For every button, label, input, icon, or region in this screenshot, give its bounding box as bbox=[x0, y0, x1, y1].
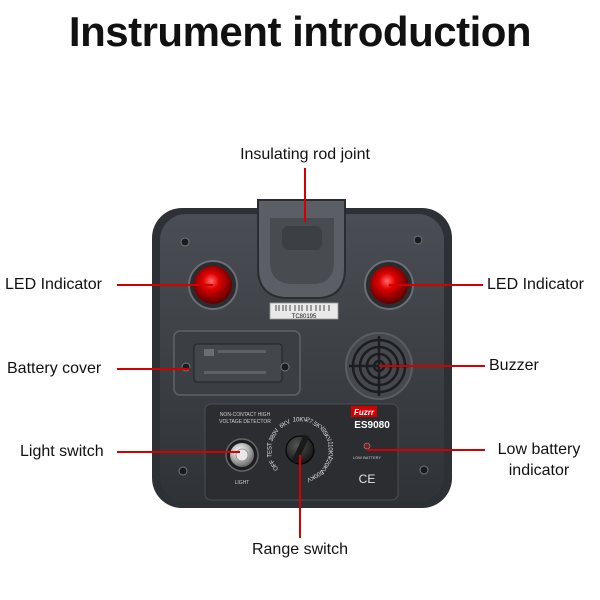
label-rod-joint: Insulating rod joint bbox=[240, 146, 370, 163]
light-switch-button[interactable] bbox=[225, 438, 259, 472]
panel-line2: VOLTAGE DETECTOR bbox=[219, 419, 271, 425]
battery-cover bbox=[173, 330, 301, 396]
page-title: Instrument introduction bbox=[68, 8, 532, 55]
range-position-label: 10KV bbox=[293, 418, 308, 424]
ce-mark: CE bbox=[359, 472, 376, 486]
rod-joint bbox=[257, 199, 346, 299]
range-switch-knob[interactable] bbox=[285, 434, 315, 465]
label-led-left: LED Indicator bbox=[5, 276, 102, 293]
label-battery-cover: Battery cover bbox=[7, 360, 102, 377]
range-position-label: TEST bbox=[268, 442, 274, 458]
screw bbox=[178, 235, 429, 476]
range-position-label: 6KV bbox=[279, 419, 292, 430]
label-light-switch: Light switch bbox=[20, 443, 104, 460]
label-led-right: LED Indicator bbox=[487, 276, 584, 293]
low-battery-text: LOW BATTERY bbox=[353, 455, 382, 460]
light-text: LIGHT bbox=[235, 480, 250, 486]
label-buzzer: Buzzer bbox=[489, 357, 539, 374]
low-battery-led bbox=[363, 442, 371, 450]
range-position-label: 110KV bbox=[326, 441, 332, 459]
panel-line1: NON-CONTACT HIGH bbox=[220, 412, 271, 418]
label-low-battery-1: Low battery bbox=[497, 441, 581, 458]
brand-text: Fuzrr bbox=[354, 408, 375, 417]
serial-label bbox=[269, 302, 339, 320]
range-position-label: OFF bbox=[269, 458, 280, 472]
model-text: ES9080 bbox=[354, 420, 390, 431]
brand-badge bbox=[351, 406, 377, 417]
label-range-switch: Range switch bbox=[251, 541, 349, 558]
serial-text: TC80195 bbox=[292, 314, 317, 320]
label-low-battery-2: indicator bbox=[508, 462, 570, 479]
